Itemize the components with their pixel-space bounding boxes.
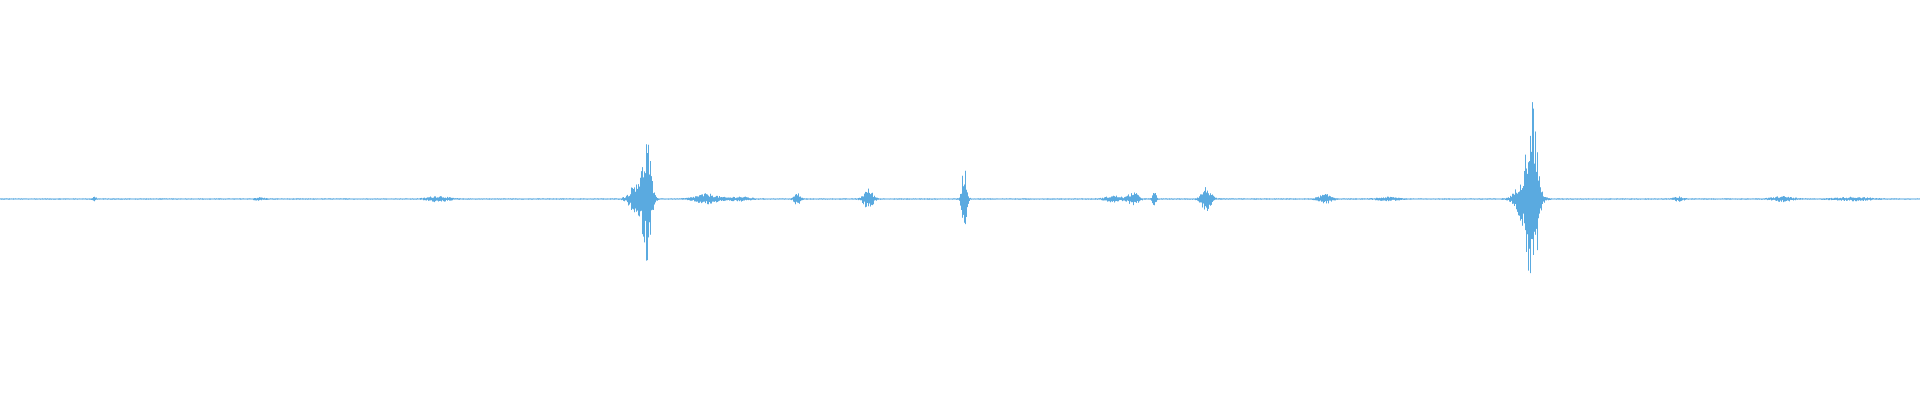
waveform-trace: [0, 102, 1920, 274]
